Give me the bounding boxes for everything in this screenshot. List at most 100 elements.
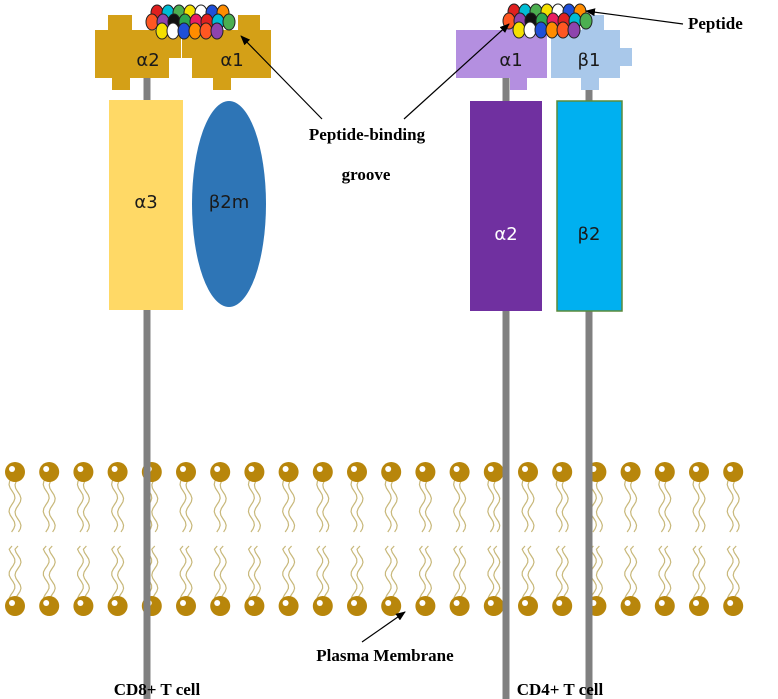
peptide-bead — [199, 22, 213, 40]
lipid-head — [518, 462, 538, 482]
lipid — [483, 462, 504, 616]
class2-alpha2-domain — [470, 101, 542, 311]
lipid-head-highlight — [727, 466, 734, 472]
peptide-bead — [523, 21, 537, 39]
peptide-bead — [579, 12, 593, 30]
lipid-head-highlight — [351, 600, 357, 606]
lipid-tail — [247, 545, 255, 599]
beta2m-label: β2m — [209, 192, 249, 213]
lipid-head-highlight — [487, 466, 494, 472]
lipid-head-highlight — [316, 466, 323, 472]
lipid-tail — [629, 545, 638, 599]
lipid-head — [39, 596, 60, 616]
lipid-head-highlight — [658, 466, 665, 472]
lipid-tail — [282, 477, 290, 533]
peptide-bead — [210, 22, 224, 40]
lipid — [176, 462, 196, 616]
class2-caption: CD4+ T cell — [517, 680, 604, 699]
lipid-head-highlight — [385, 466, 392, 472]
lipid-tail — [316, 545, 324, 599]
lipid-head — [278, 596, 299, 616]
lipid-head-highlight — [556, 600, 563, 606]
lipid-head — [39, 462, 60, 482]
lipid-tail — [151, 545, 159, 599]
lipid-head — [415, 596, 436, 616]
lipid-head — [107, 462, 128, 482]
lipid-head — [689, 596, 709, 616]
class2-beta2-label: β2 — [578, 224, 601, 245]
lipid-head-highlight — [77, 466, 84, 472]
lipid-tail — [14, 545, 22, 599]
lipid-head-highlight — [453, 466, 460, 472]
lipid-head — [552, 462, 573, 482]
lipid-tail — [42, 477, 50, 533]
lipid-head-highlight — [351, 466, 357, 472]
lipid-tail — [424, 477, 432, 533]
lipid — [5, 462, 25, 616]
lipid-tail — [453, 477, 461, 533]
lipid-head — [449, 596, 470, 616]
class2-beta2-domain — [556, 100, 623, 312]
lipid-tail — [732, 545, 740, 599]
peptide-bead — [567, 21, 581, 39]
lipid-head-highlight — [248, 466, 255, 472]
lipid-tail — [658, 545, 666, 599]
lipid-tail — [288, 477, 296, 533]
lipid-tail — [390, 477, 398, 533]
lipid-head — [312, 596, 333, 616]
lipid-tail — [219, 545, 227, 599]
lipid-head — [244, 596, 265, 616]
lipid-tail — [692, 545, 700, 599]
lipid-head — [552, 596, 573, 616]
lipid-tail — [555, 477, 563, 533]
lipid-tail — [726, 545, 734, 599]
lipid-tail — [316, 477, 324, 533]
mhc-class-2: α1 β1 α2 β2 — [456, 3, 632, 312]
lipid-tail — [624, 545, 632, 599]
lipid-tail — [179, 545, 187, 599]
lipid-head-highlight — [693, 600, 699, 606]
peptide-bead — [512, 21, 526, 39]
mhc-class-1: α2 α1 α3 β2m — [95, 4, 271, 310]
lipid-head-highlight — [43, 466, 50, 472]
lipid-tail — [595, 477, 603, 533]
lipid-tail — [493, 545, 501, 599]
lipid-head — [73, 462, 94, 482]
lipid — [381, 462, 402, 616]
lipid-head — [654, 596, 675, 616]
lipid-head-highlight — [419, 466, 426, 472]
lipid-head — [210, 462, 231, 482]
class1-alpha3-label: α3 — [134, 192, 157, 213]
lipid-tail — [8, 477, 16, 533]
lipid-head — [312, 462, 333, 482]
class1-caption: CD8+ T cell — [114, 680, 201, 699]
lipid-tail — [185, 545, 193, 599]
lipid-head — [5, 596, 25, 616]
lipid-tail — [253, 477, 261, 533]
lipid-tail — [527, 477, 535, 533]
lipid-head — [347, 596, 367, 616]
plasma-membrane — [5, 462, 744, 616]
lipid — [73, 462, 94, 616]
lipid — [278, 462, 299, 616]
peptide-bead — [556, 21, 570, 39]
lipid-head-highlight — [624, 600, 631, 606]
lipid-head — [689, 462, 709, 482]
peptide-bead — [534, 21, 548, 39]
lipid-head — [73, 596, 94, 616]
lipid-tail — [459, 477, 467, 533]
lipid-head-highlight — [9, 466, 15, 472]
peptide-arrow — [585, 8, 684, 25]
lipid-tail — [595, 545, 604, 599]
lipid-head-highlight — [522, 466, 528, 472]
lipid-tail — [116, 545, 125, 599]
lipid-head-highlight — [727, 600, 734, 606]
lipid-head — [278, 462, 299, 482]
lipid-head — [620, 462, 641, 482]
lipid-tail — [418, 545, 426, 599]
lipid — [620, 462, 641, 616]
lipid-head-highlight — [43, 600, 50, 606]
lipid-tail — [390, 545, 398, 599]
lipid-head-highlight — [385, 600, 392, 606]
lipid — [723, 462, 744, 616]
